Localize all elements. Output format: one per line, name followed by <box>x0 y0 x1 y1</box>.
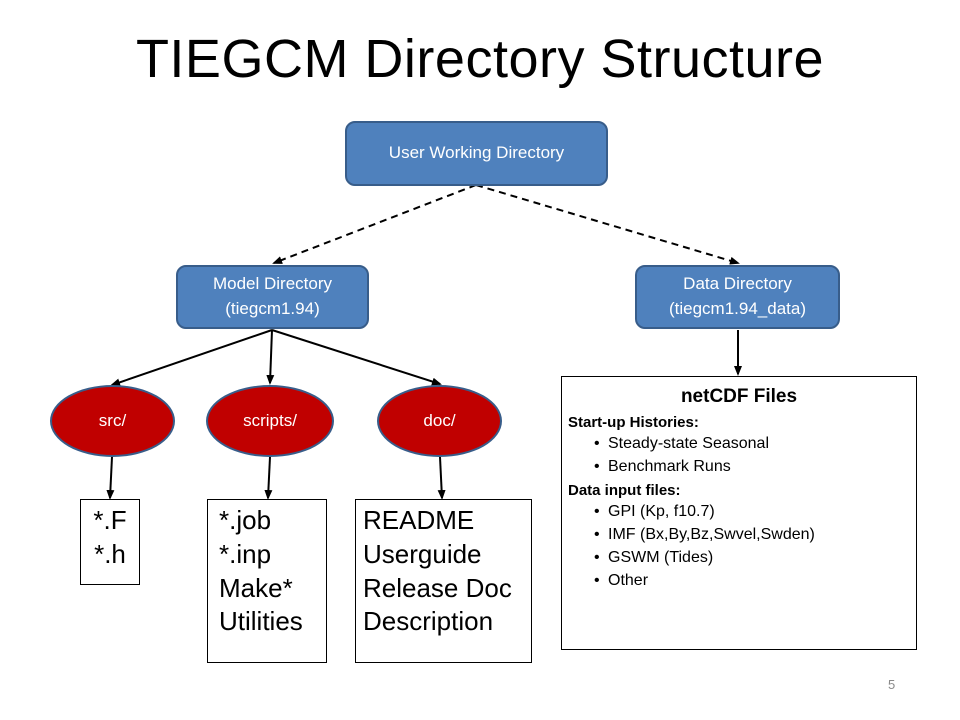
bullet-icon: • <box>594 435 600 452</box>
list-item-text: Benchmark Runs <box>608 458 731 475</box>
file-entry: *.F <box>93 505 127 535</box>
edge-doc-to-files <box>437 456 446 500</box>
file-entry: Userguide <box>363 538 482 569</box>
bullet-icon: • <box>594 526 600 543</box>
model-directory-version: (tiegcm1.94) <box>225 299 320 318</box>
page-number: 5 <box>888 677 896 692</box>
edge-model-to-doc <box>271 329 442 386</box>
data-directory-label: Data Directory <box>683 274 792 294</box>
model-directory-box: Model Directory (tiegcm1.94) <box>176 265 369 329</box>
data-input-files-list: • GPI (Kp, f10.7) • IMF (Bx,By,Bz,Swvel,Sw… <box>562 503 916 590</box>
list-item: • IMF (Bx,By,Bz,Swvel,Swden) <box>594 526 916 544</box>
file-entry: *.h <box>94 538 126 569</box>
list-item: • Steady-state Seasonal <box>594 435 916 453</box>
edge-scripts-to-files <box>264 456 273 500</box>
bullet-icon: • <box>594 503 600 520</box>
netcdf-files-title: netCDF Files <box>680 386 798 407</box>
list-item-text: GPI (Kp, f10.7) <box>608 503 715 520</box>
list-item: • GSWM (Tides) <box>594 549 916 567</box>
list-item: • Other <box>594 572 916 590</box>
netcdf-files-box: netCDF Files Start-up Histories: • Steady… <box>561 376 917 650</box>
scripts-folder-node: scripts/ <box>206 385 334 457</box>
bullet-icon: • <box>594 549 600 566</box>
doc-files-box: README Userguide Release Doc Description <box>355 499 532 663</box>
list-item-text: GSWM (Tides) <box>608 549 714 566</box>
list-item-text: IMF (Bx,By,Bz,Swvel,Swden) <box>608 526 815 543</box>
src-folder-label: src/ <box>98 411 127 430</box>
bullet-icon: • <box>594 458 600 475</box>
slide-title: TIEGCM Directory Structure <box>135 29 825 89</box>
scripts-folder-label: scripts/ <box>243 411 297 430</box>
file-entry: Release Doc <box>363 572 512 603</box>
bullet-icon: • <box>594 572 600 589</box>
src-files-box: *.F *.h <box>80 499 140 585</box>
file-entry: README <box>363 505 475 535</box>
src-folder-node: src/ <box>50 385 175 457</box>
user-working-directory-label: User Working Directory <box>388 143 565 163</box>
model-directory-label: Model Directory <box>212 274 333 294</box>
file-entry: Utilities <box>219 606 303 637</box>
edge-model-to-src <box>110 329 273 387</box>
doc-folder-label: doc/ <box>423 411 456 430</box>
edge-user-to-data <box>475 184 740 265</box>
startup-histories-list: • Steady-state Seasonal • Benchmark Runs <box>562 435 916 476</box>
doc-folder-node: doc/ <box>377 385 502 457</box>
data-directory-box: Data Directory (tiegcm1.94_data) <box>635 265 840 329</box>
list-item: • Benchmark Runs <box>594 458 916 476</box>
data-input-files-heading: Data input files: <box>568 482 681 499</box>
startup-histories-heading: Start-up Histories: <box>568 414 699 431</box>
list-item: • GPI (Kp, f10.7) <box>594 503 916 521</box>
file-entry: *.job <box>219 505 272 535</box>
file-entry: Description <box>363 606 494 637</box>
scripts-files-box: *.job *.inp Make* Utilities <box>207 499 327 663</box>
list-item-text: Other <box>608 572 649 589</box>
list-item-text: Steady-state Seasonal <box>608 435 769 452</box>
edge-model-to-scripts <box>266 329 275 385</box>
data-directory-version: (tiegcm1.94_data) <box>668 299 807 318</box>
edge-src-to-files <box>106 456 115 500</box>
edge-user-to-model <box>272 184 477 264</box>
user-working-directory-box: User Working Directory <box>345 121 608 186</box>
file-entry: Make* <box>219 572 293 603</box>
file-entry: *.inp <box>219 538 272 569</box>
